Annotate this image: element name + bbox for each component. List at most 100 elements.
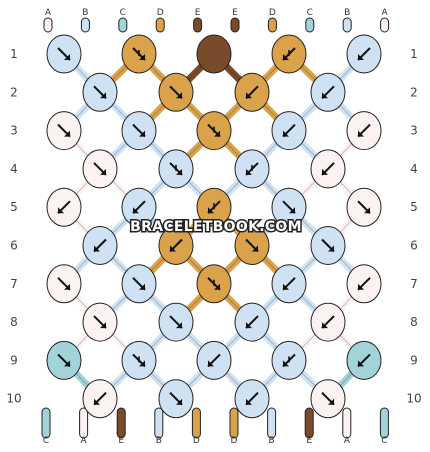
bottom-strand: [116, 407, 126, 439]
knot: [121, 187, 157, 227]
knot: [346, 340, 382, 380]
bottom-strand: [304, 407, 314, 439]
knot: [271, 340, 307, 380]
bottom-strand: [379, 407, 389, 439]
bottom-strand: [79, 407, 89, 439]
bottom-strand-label: C: [43, 436, 49, 446]
knot-arrowhead-icon: [176, 92, 182, 99]
knot-arrowhead-icon: [364, 207, 370, 214]
row-label-left: 5: [10, 200, 18, 214]
knot-arrowhead-icon: [322, 322, 328, 329]
top-strand: [80, 17, 90, 33]
top-strand-label: E: [232, 8, 238, 18]
knot-arrowhead-icon: [176, 168, 182, 175]
knot-arrowhead-icon: [94, 245, 100, 252]
knot-arrowhead-icon: [139, 360, 145, 367]
knot-arrowhead-icon: [358, 283, 364, 290]
knot-arrowhead-icon: [358, 130, 364, 137]
knot: [82, 379, 118, 419]
knot-layer: [46, 34, 382, 419]
bottom-strand: [191, 407, 201, 439]
top-strand-label: C: [307, 8, 313, 18]
knot-arrowhead-icon: [208, 207, 214, 214]
knot: [82, 72, 118, 112]
row-label-left: 7: [10, 277, 18, 291]
knot-arrowhead-icon: [246, 322, 252, 329]
knot: [271, 187, 307, 227]
watermark-text: BRACELETBOOK.COM: [130, 219, 302, 235]
row-label-left: 3: [10, 124, 18, 138]
knot: [46, 34, 82, 74]
knot: [234, 302, 270, 342]
bottom-strand: [229, 407, 239, 439]
knot-arrowhead-icon: [214, 130, 220, 137]
knot-arrowhead-icon: [322, 92, 328, 99]
knot: [46, 340, 82, 380]
knot-arrowhead-icon: [246, 168, 252, 175]
knot: [158, 149, 194, 189]
knot-arrowhead-icon: [94, 398, 100, 405]
knot: [46, 111, 82, 151]
row-label-left: 4: [10, 162, 18, 176]
row-label-right: 7: [410, 277, 418, 291]
knot-arrowhead-icon: [208, 360, 214, 367]
knot: [121, 34, 157, 74]
knot-arrowhead-icon: [100, 92, 106, 99]
knot: [310, 302, 346, 342]
top-strand: [193, 17, 203, 33]
knot-arrowhead-icon: [176, 322, 182, 329]
bottom-strand-label: E: [306, 436, 312, 446]
bottom-strand: [342, 407, 352, 439]
knot-arrowhead-icon: [283, 283, 289, 290]
knot: [158, 72, 194, 112]
knot: [234, 226, 270, 265]
knot-arrowhead-icon: [289, 207, 295, 214]
row-label-right: 2: [410, 85, 418, 99]
row-label-left: 10: [6, 392, 21, 406]
bottom-strand: [267, 407, 277, 439]
knot-arrowhead-icon: [64, 360, 70, 367]
row-label-right: 4: [410, 162, 418, 176]
knot: [196, 340, 232, 380]
knot: [158, 379, 194, 419]
bottom-strand: [41, 407, 51, 439]
top-strand: [305, 17, 315, 33]
top-strand-label: B: [344, 8, 350, 18]
knot-arrowhead-icon: [283, 130, 289, 137]
knot-arrowhead-icon: [139, 130, 145, 137]
top-strand: [118, 17, 128, 33]
knot: [271, 264, 307, 304]
row-label-left: 9: [10, 353, 18, 367]
knot-arrowhead-icon: [214, 283, 220, 290]
row-label-right: 8: [410, 315, 418, 329]
top-strand-label: A: [382, 8, 389, 18]
row-label-left: 1: [10, 47, 18, 61]
knot-arrowhead-icon: [100, 322, 106, 329]
knot-arrowhead-icon: [283, 54, 289, 60]
knot-shape: [196, 34, 232, 74]
knot: [346, 34, 382, 74]
knot-arrowhead-icon: [358, 360, 364, 367]
row-label-right: 10: [406, 392, 421, 406]
knot: [234, 149, 270, 189]
knot-arrowhead-icon: [133, 207, 139, 214]
knot: [346, 111, 382, 151]
top-strand: [380, 17, 390, 33]
knot: [234, 379, 270, 419]
knot: [196, 187, 232, 227]
top-strand: [155, 17, 165, 33]
knot-arrowhead-icon: [328, 398, 334, 405]
row-label-left: 2: [10, 85, 18, 99]
top-strand: [342, 17, 352, 33]
knot: [158, 226, 194, 265]
bottom-strand-label: B: [269, 436, 275, 446]
knot-arrowhead-icon: [139, 283, 145, 290]
knot-arrowhead-icon: [64, 130, 70, 137]
bottom-strand: [154, 407, 164, 439]
top-strand: [267, 17, 277, 33]
knot: [82, 149, 118, 189]
knot: [46, 187, 82, 227]
row-label-right: 1: [410, 47, 418, 61]
knot: [121, 264, 157, 304]
